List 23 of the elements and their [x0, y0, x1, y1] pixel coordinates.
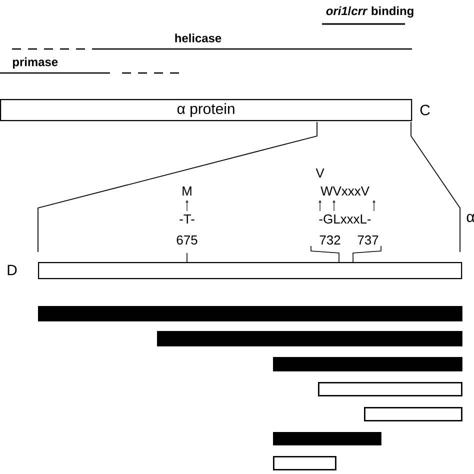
sequence-label: -T-	[180, 214, 194, 224]
terminus-label: C	[420, 104, 430, 116]
fragment-bar	[364, 407, 462, 422]
domain-bar	[38, 262, 462, 280]
sequence-label: -GLxxxL-	[319, 214, 371, 224]
position-number: 737	[358, 235, 378, 245]
fragment-bar	[273, 357, 462, 372]
protein-bar: α protein	[0, 99, 412, 122]
position-number: 675	[176, 235, 198, 245]
fragment-bar	[38, 306, 462, 322]
position-number: 732	[320, 235, 340, 245]
subdomain-label: α	[466, 214, 474, 222]
region-label: primase	[12, 57, 58, 69]
region-label: helicase	[175, 34, 222, 42]
fragment-bar	[157, 331, 462, 346]
fragment-bar	[273, 432, 382, 446]
fragment-bar	[318, 382, 462, 396]
region-label: ori1/crr binding	[326, 6, 414, 18]
residue-label: M	[182, 186, 192, 196]
fragment-bar	[273, 456, 336, 470]
residue-label: V	[316, 168, 324, 178]
residue-label: WVxxxV	[320, 186, 370, 196]
domain-label: D	[8, 264, 17, 276]
